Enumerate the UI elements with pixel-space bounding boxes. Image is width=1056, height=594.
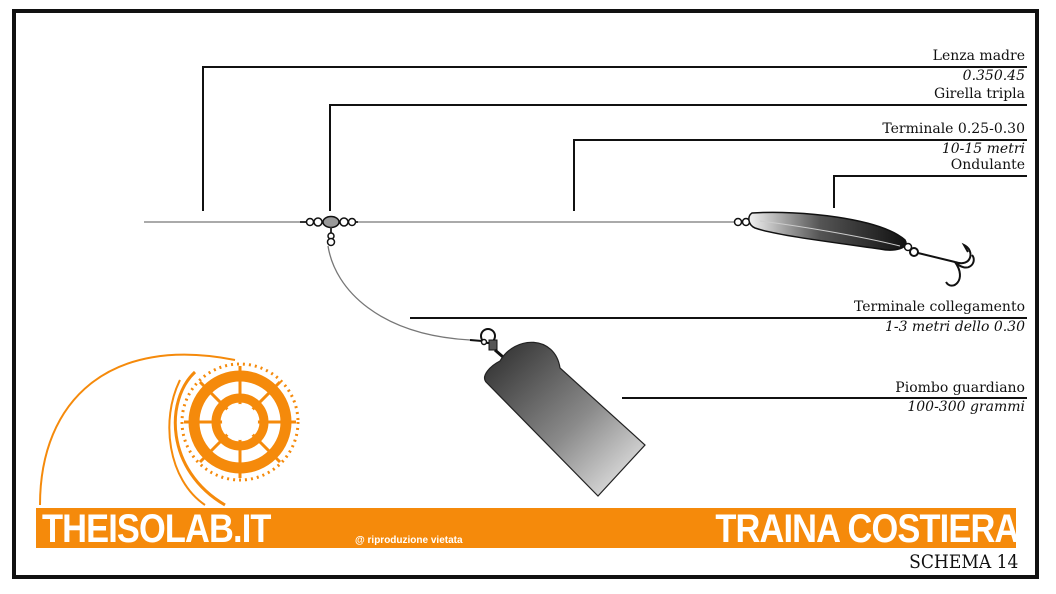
brand-name: THEISOLAB.IT	[42, 507, 271, 551]
spec-collegamento: 1-3 metri dello 0.30	[884, 319, 1025, 335]
sinker-icon	[469, 328, 646, 497]
label-girella: Girella tripla	[934, 86, 1025, 102]
leader-ondulante	[833, 175, 1027, 208]
leader-lines	[202, 66, 1027, 399]
leader-terminale	[573, 139, 1027, 211]
spec-piombo: 100-300 grammi	[907, 399, 1025, 415]
lifebuoy-icon	[39, 353, 300, 507]
spec-terminale: 10-15 metri	[941, 141, 1025, 157]
label-ondulante: Ondulante	[950, 157, 1025, 173]
spec-lenza-madre: 0.350.45	[962, 68, 1025, 84]
footer-bar	[36, 508, 1016, 548]
branch-line	[327, 245, 471, 341]
label-terminale: Terminale 0.25-0.30	[882, 121, 1025, 137]
copyright-notice: @ riproduzione vietata	[355, 535, 463, 546]
leader-lenza-madre	[202, 66, 1027, 211]
spoon-lure-icon	[733, 211, 913, 252]
label-piombo: Piombo guardiano	[895, 380, 1025, 396]
triple-swivel-icon	[300, 215, 358, 247]
leader-girella	[329, 104, 1027, 211]
label-lenza-madre: Lenza madre	[932, 48, 1025, 64]
diagram-title: TRAINA COSTIERA	[714, 507, 1019, 551]
label-collegamento: Terminale collegamento	[853, 299, 1025, 315]
treble-hook-icon	[909, 242, 975, 287]
schema-number: SCHEMA 14	[908, 551, 1018, 573]
